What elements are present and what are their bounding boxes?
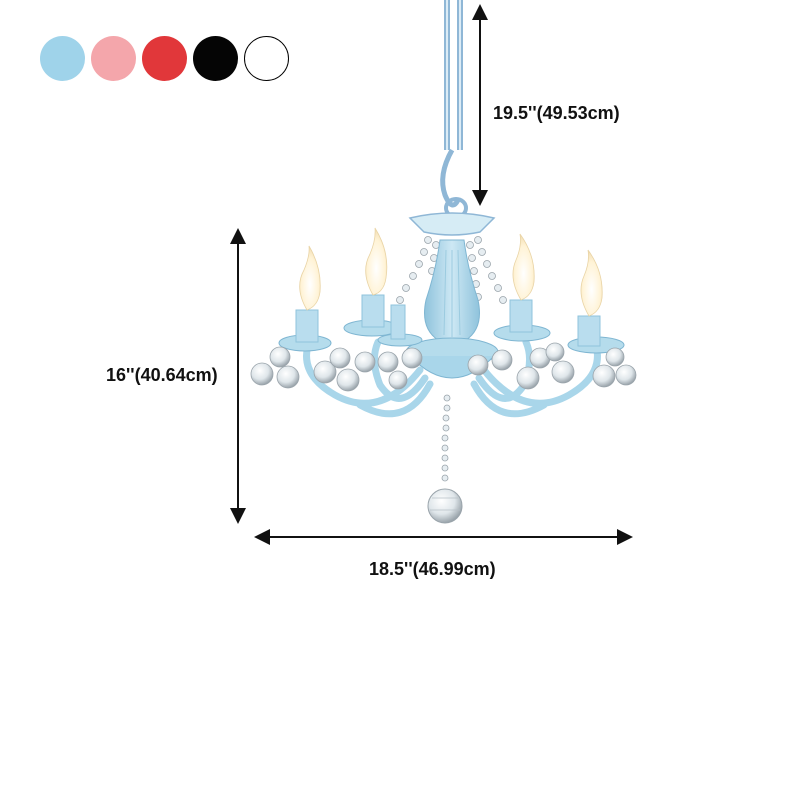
flame-bulbs (299, 227, 603, 317)
color-swatch-blue[interactable] (40, 36, 85, 81)
width-label: 18.5''(46.99cm) (369, 559, 496, 579)
color-swatch-pink[interactable] (91, 36, 136, 81)
color-swatch-black[interactable] (193, 36, 238, 81)
color-swatches (40, 36, 289, 81)
canopy-cup (408, 212, 496, 236)
height-label: 16''(40.64cm) (106, 365, 218, 385)
chain (440, 0, 468, 219)
center-pendant (427, 394, 463, 524)
color-swatch-red[interactable] (142, 36, 187, 81)
color-swatch-white[interactable] (244, 36, 289, 81)
crystal-balls (250, 342, 637, 392)
chain-length-label: 19.5''(49.53cm) (493, 103, 620, 123)
